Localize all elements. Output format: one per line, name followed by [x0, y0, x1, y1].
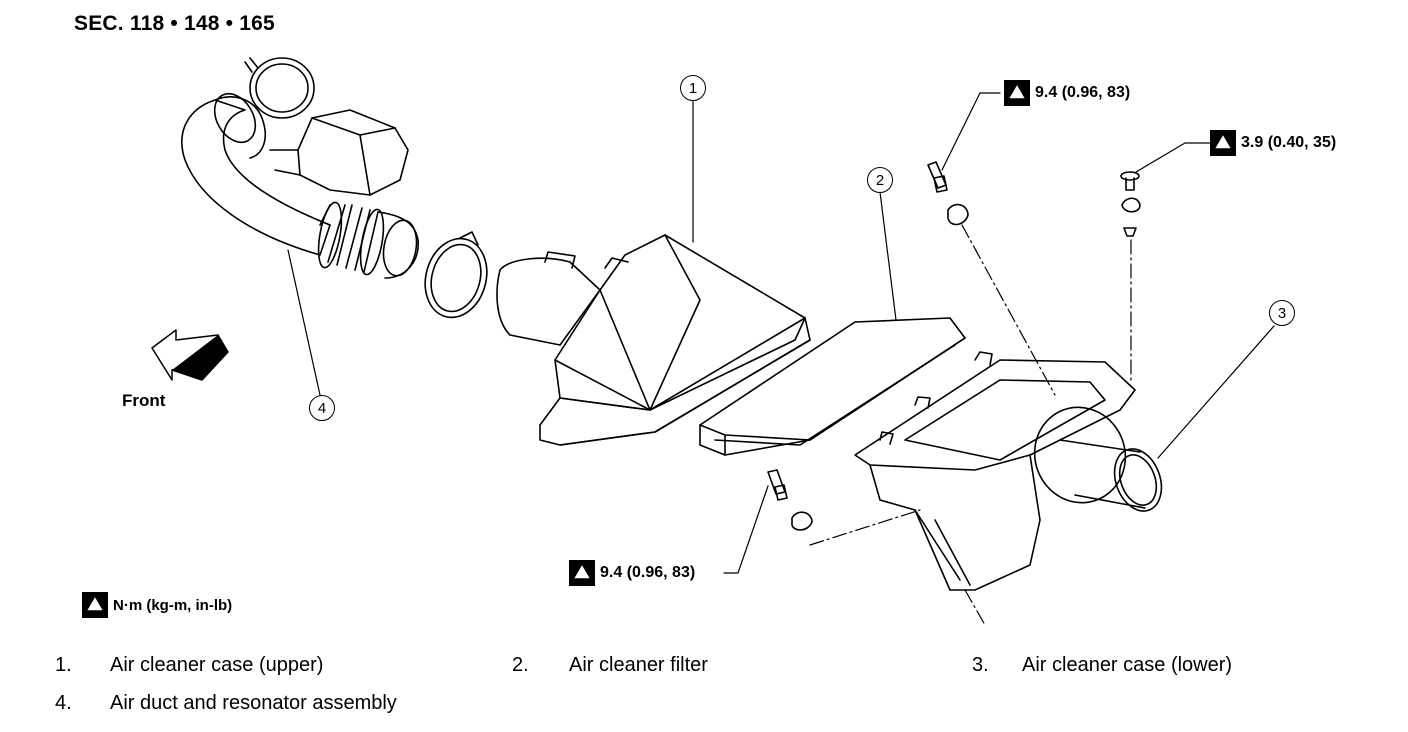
section-title: SEC. 118 • 148 • 165	[74, 12, 275, 35]
front-label: Front	[122, 391, 166, 410]
legend-num-3: 3.	[972, 654, 989, 676]
legend-num-2: 2.	[512, 654, 529, 676]
torque-value-right: 3.9 (0.40, 35)	[1241, 134, 1337, 151]
torque-label-bottom: 9.4 (0.96, 83)	[569, 560, 695, 586]
torque-label-right: 3.9 (0.40, 35)	[1210, 130, 1336, 156]
legend-label-2: Air cleaner filter	[569, 654, 708, 676]
torque-wrench-icon	[1004, 80, 1030, 106]
legend-label-3: Air cleaner case (lower)	[1022, 654, 1233, 676]
callout-3: 3	[1269, 300, 1295, 326]
air-cleaner-case-lower	[854, 351, 1163, 591]
air-cleaner-filter	[699, 317, 966, 456]
torque-value-top: 9.4 (0.96, 83)	[1035, 84, 1131, 101]
torque-unit-text: N·m (kg-m, in-lb)	[113, 596, 233, 614]
callout-2: 2	[867, 167, 893, 193]
torque-wrench-icon	[1210, 130, 1236, 156]
air-duct-resonator	[181, 57, 488, 319]
torque-unit-legend: N·m (kg-m, in-lb)	[82, 592, 232, 618]
alignment-lines	[809, 224, 1132, 626]
legend-label-4: Air duct and resonator assembly	[110, 692, 397, 714]
front-arrow-icon	[151, 329, 229, 381]
fasteners	[767, 161, 1141, 531]
torque-wrench-icon	[82, 592, 108, 618]
leader-lines	[287, 92, 1275, 574]
torque-label-top: 9.4 (0.96, 83)	[1004, 80, 1130, 106]
torque-wrench-icon	[569, 560, 595, 586]
callout-4: 4	[309, 395, 335, 421]
legend-label-1: Air cleaner case (upper)	[110, 654, 324, 676]
legend-num-1: 1.	[55, 654, 72, 676]
legend-num-4: 4.	[55, 692, 72, 714]
torque-value-bottom: 9.4 (0.96, 83)	[600, 564, 696, 581]
air-cleaner-case-upper	[496, 234, 811, 446]
callout-1: 1	[680, 75, 706, 101]
